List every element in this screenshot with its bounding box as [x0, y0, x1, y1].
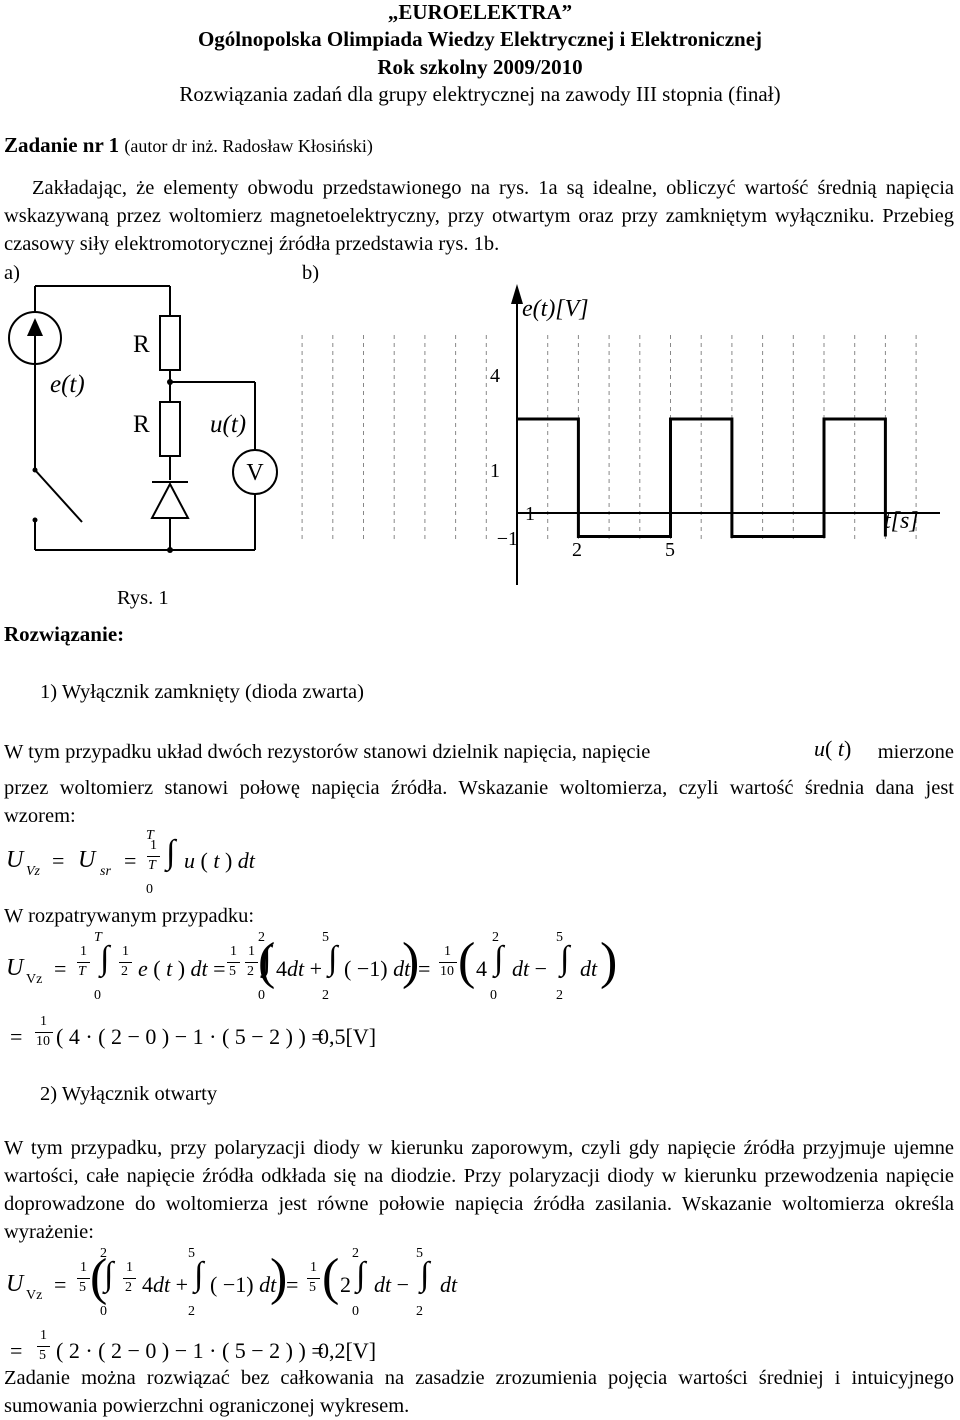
case2-result: 0,2[V] — [318, 1338, 377, 1363]
x-tick-5: 5 — [665, 539, 675, 561]
circuit-diagram: e(t) R R u(t) V — [8, 285, 278, 553]
series-line-emf — [517, 417, 887, 538]
case2-title: 2) Wyłącznik otwarty — [40, 1083, 218, 1105]
eq-case1-line2: = 1 10 ( 4 · ( 2 − 0 ) − 1 · ( 5 − 2 ) )… — [10, 1014, 377, 1049]
case1-text-line: W tym przypadku układ dwóch rezystorów s… — [4, 736, 954, 766]
case2-text: W tym przypadku, przy polaryzacji diody … — [4, 1137, 954, 1243]
resistor-top-label: R — [133, 331, 150, 358]
x-tick-1: 1 — [525, 503, 535, 525]
y-tick-1: 1 — [490, 460, 500, 482]
eq-case2-line1: U Vz = 1 5 ( 2 ∫ 0 1 2 4dt + 5 ∫ 2 ( −1)… — [6, 1246, 458, 1319]
school-year: Rok szkolny 2009/2010 — [377, 55, 583, 79]
diode-triangle — [150, 481, 190, 519]
chart-grid — [301, 335, 917, 540]
case1-title: 1) Wyłącznik zamknięty (dioda zwarta) — [40, 681, 364, 703]
task-statement: Zakładając, że elementy obwodu przedstaw… — [4, 177, 954, 255]
source-label: e(t) — [50, 371, 85, 398]
chart-xlabel: t[s] — [884, 508, 919, 534]
figure-label-b: b) — [302, 262, 320, 284]
eq-case2-line2: = 1 5 ( 2 · ( 2 − 0 ) − 1 · ( 5 − 2 ) ) … — [10, 1328, 377, 1363]
case1-text-a: W tym przypadku układ dwóch rezystorów s… — [4, 741, 651, 763]
solution-heading: Rozwiązanie: — [4, 622, 125, 646]
x-tick-2: 2 — [572, 539, 582, 561]
y-axis-arrow-icon — [511, 284, 523, 304]
switch-blade — [34, 469, 83, 523]
y-tick-neg1: −1 — [497, 528, 518, 550]
voltmeter-label: V — [246, 460, 264, 486]
document-subtitle: Rozwiązania zadań dla grupy elektrycznej… — [179, 82, 781, 106]
y-tick-4: 4 — [490, 365, 500, 387]
case1-result: 0,5[V] — [318, 1024, 377, 1049]
case1-considered: W rozpatrywanym przypadku: — [4, 905, 255, 927]
task-author: (autor dr inż. Radosław Kłosiński) — [124, 136, 373, 156]
task-title: Zadanie nr 1 — [4, 133, 120, 157]
waveform-chart: e(t)[V] 4 1 1 −1 2 5 t[s] — [301, 284, 940, 585]
figure-label-a: a) — [4, 262, 20, 284]
inline-u-of-t: u( t) — [814, 736, 852, 761]
node-dot — [167, 379, 173, 385]
closing-remark: Zadanie można rozwiązać bez całkowania n… — [4, 1367, 954, 1417]
voltage-label: u(t) — [210, 411, 246, 438]
resistor-bottom-label: R — [133, 411, 150, 438]
eq-general: U Vz = U sr = 1 T T ∫ 0 u ( t ) dt — [6, 828, 255, 897]
olympiad-full-name: Ogólnopolska Olimpiada Wiedzy Elektryczn… — [197, 27, 763, 51]
case1-text-c: przez woltomierz stanowi połowę napięcia… — [4, 777, 954, 827]
resistor-bottom — [159, 401, 181, 457]
olympiad-name: „EUROELEKTRA” — [387, 0, 573, 24]
figure-caption: Rys. 1 — [117, 587, 169, 609]
resistor-top — [159, 315, 181, 371]
case1-text-b: mierzone — [877, 741, 954, 763]
arrow-up-icon — [27, 318, 43, 336]
eq-case1-line1: U Vz = 1 T T ∫ 0 1 2 e ( t ) dt = 1 5 1 … — [6, 930, 618, 1003]
chart-ylabel: e(t)[V] — [522, 296, 589, 322]
task-heading: Zadanie nr 1 (autor dr inż. Radosław Kło… — [4, 133, 373, 158]
